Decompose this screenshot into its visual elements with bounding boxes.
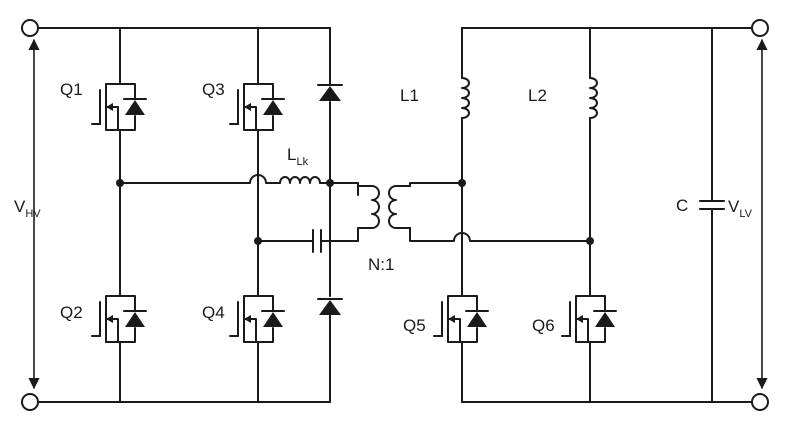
terminal-lv-top: [751, 19, 769, 37]
label-q5: Q5: [403, 316, 426, 335]
secondary-bottom-wire: [409, 227, 591, 242]
label-q2: Q2: [60, 303, 83, 322]
clamp-diode-lower: [317, 298, 343, 315]
mosfet-q1: [91, 83, 147, 131]
clamp-diode-upper: [317, 84, 343, 101]
label-q1: Q1: [60, 80, 83, 99]
label-q4: Q4: [202, 303, 225, 322]
junction-dot: [326, 179, 334, 187]
label-llk: LLk: [287, 145, 309, 168]
junction-dot: [116, 179, 124, 187]
label-q6: Q6: [532, 316, 555, 335]
terminal-hv-bottom: [21, 393, 39, 411]
leg1-midpoint-wire: [119, 174, 281, 184]
mosfet-q4: [229, 295, 285, 343]
mosfet-q2: [91, 295, 147, 343]
leakage-inductor: [279, 176, 321, 184]
label-vlv: VLV: [728, 197, 753, 220]
label-turns-ratio: N:1: [368, 255, 394, 274]
transformer-primary-winding: [357, 185, 380, 229]
inductor-l2: [589, 77, 598, 119]
output-capacitor: [699, 200, 725, 210]
label-l2: L2: [528, 86, 547, 105]
mosfet-q6: [561, 295, 617, 343]
transformer-secondary-winding: [388, 185, 411, 229]
mosfet-q5: [433, 295, 489, 343]
terminal-hv-top: [21, 19, 39, 37]
blocking-capacitor: [312, 229, 322, 253]
label-l1: L1: [400, 86, 419, 105]
junction-dot: [254, 237, 262, 245]
mosfet-q3: [229, 83, 285, 131]
label-q3: Q3: [202, 80, 225, 99]
terminal-lv-bottom: [751, 393, 769, 411]
inductor-l1: [461, 77, 470, 119]
label-capacitor-c: C: [676, 196, 688, 215]
label-vhv: VHV: [14, 197, 41, 220]
secondary-top-wire: [409, 182, 463, 187]
